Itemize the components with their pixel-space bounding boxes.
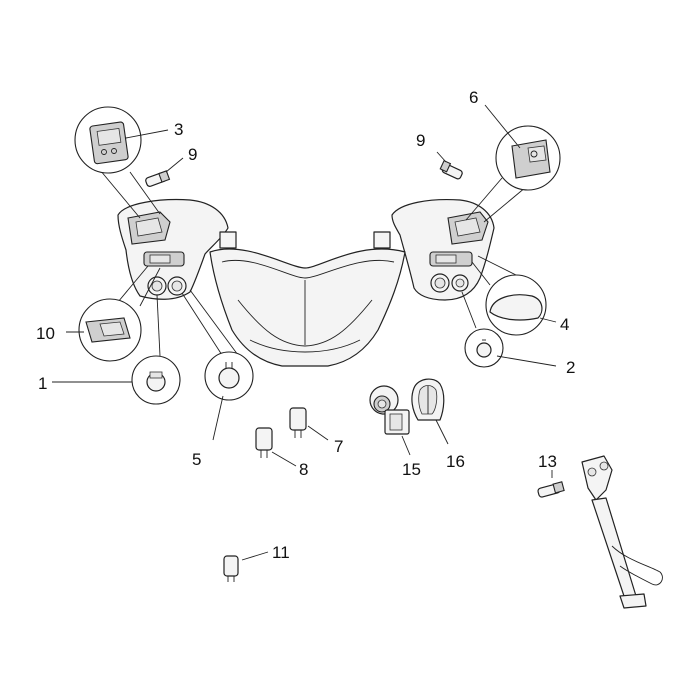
part-15-ignition-lock bbox=[369, 385, 411, 456]
label-part-10: 10 bbox=[36, 324, 55, 343]
part-16-lock-cover bbox=[411, 378, 449, 445]
label-part-8: 8 bbox=[299, 460, 308, 479]
part-11-bulb bbox=[223, 551, 269, 582]
label-part-3: 3 bbox=[174, 120, 183, 139]
label-part-6: 6 bbox=[469, 88, 478, 107]
part-3-callout bbox=[74, 106, 169, 219]
label-part-11: 11 bbox=[272, 543, 290, 562]
part-5-callout bbox=[181, 289, 254, 441]
side-stand bbox=[581, 455, 663, 609]
part-number-labels: 3 9 9 6 10 4 1 2 5 7 8 15 16 13 11 bbox=[36, 88, 575, 562]
part-10-callout bbox=[66, 265, 161, 362]
part-9-bulb-right bbox=[436, 151, 463, 180]
label-part-2: 2 bbox=[566, 358, 575, 377]
label-part-1: 1 bbox=[38, 374, 47, 393]
part-2-callout bbox=[461, 291, 557, 368]
part-7-bulb bbox=[289, 407, 329, 441]
label-part-9-left: 9 bbox=[188, 145, 197, 164]
label-part-4: 4 bbox=[560, 315, 569, 334]
handlebar-cover-assembly bbox=[117, 198, 495, 367]
part-13-bulb bbox=[537, 470, 565, 498]
part-6-callout bbox=[465, 104, 561, 223]
part-9-bulb-left bbox=[145, 157, 184, 187]
label-part-15: 15 bbox=[402, 460, 421, 479]
label-part-9-right: 9 bbox=[416, 131, 425, 150]
part-4-callout bbox=[471, 255, 557, 336]
part-1-callout bbox=[52, 294, 181, 405]
label-part-13: 13 bbox=[538, 452, 557, 471]
label-part-5: 5 bbox=[192, 450, 201, 469]
label-part-7: 7 bbox=[334, 437, 343, 456]
part-8-bulb bbox=[255, 427, 297, 467]
label-part-16: 16 bbox=[446, 452, 465, 471]
